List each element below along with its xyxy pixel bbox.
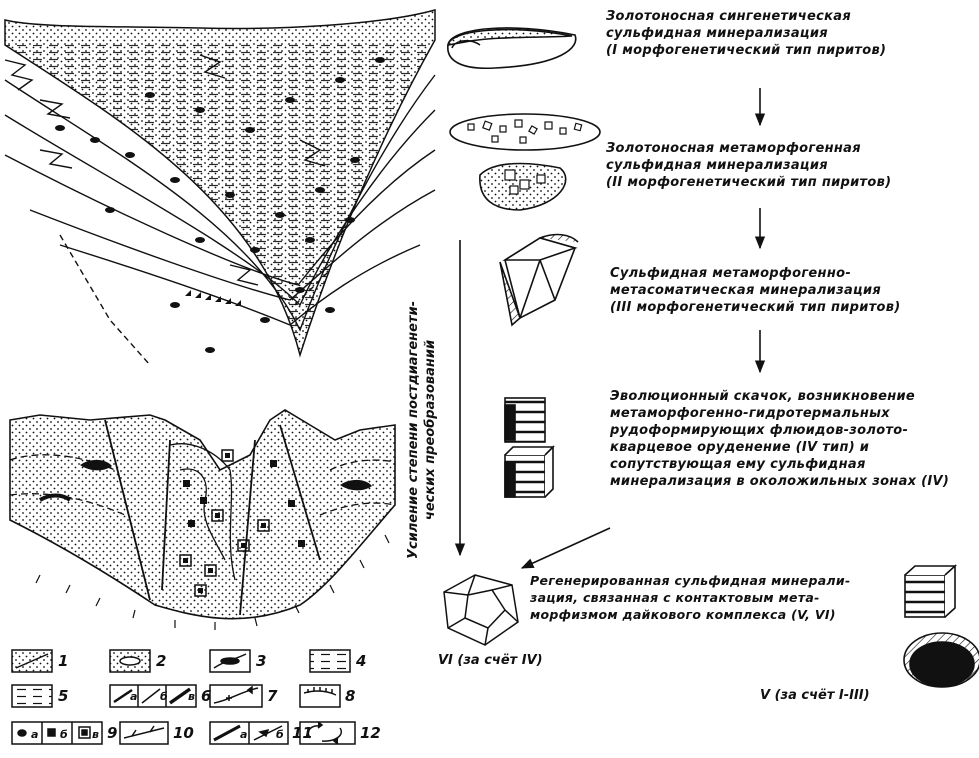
stage-5-line-1: Регенерированная сульфидная минерали-: [530, 572, 850, 589]
legend-6-sub-a: а: [130, 690, 137, 703]
stage-3-line-2: метасоматическая минерализация: [610, 282, 901, 299]
stage-5-line-3: морфизмом дайкового комплекса (V, VI): [530, 606, 850, 623]
legend-number-1: 1: [58, 652, 68, 670]
side-axis-label: Усиление степени постдиагенети- ческих п…: [405, 240, 439, 620]
stage-4-line-1: Эволюционный скачок, возникновение: [610, 388, 949, 405]
legend-number-6: 6: [201, 687, 211, 705]
legend-number-8: 8: [345, 687, 355, 705]
stage-3-line-1: Сульфидная метаморфогенно-: [610, 265, 901, 282]
legend-number-2: 2: [156, 652, 166, 670]
stage-4-line-3: рудоформирующих флюидов-золото-: [610, 422, 949, 439]
stage-5-text: Регенерированная сульфидная минерали- за…: [530, 572, 850, 623]
stage-2-line-3: (II морфогенетический тип пиритов): [606, 174, 891, 191]
legend-number-10: 10: [173, 724, 194, 742]
side-axis-line-1: Усиление степени постдиагенети-: [405, 240, 422, 620]
legend-number-4: 4: [356, 652, 366, 670]
stage-4-line-4: кварцевое оруденение (IV тип) и: [610, 439, 949, 456]
stage-1-line-1: Золотоносная сингенетическая: [606, 8, 886, 25]
legend-number-9: 9: [107, 724, 117, 742]
crystal-label-vi: VI (за счёт IV): [438, 653, 543, 668]
crystal-label-v: V (за счёт I-III): [760, 688, 870, 703]
stage-4-line-2: метаморфогенно-гидротермальных: [610, 405, 949, 422]
stage-1-line-3: (I морфогенетический тип пиритов): [606, 42, 886, 59]
legend-9-sub-b: б: [60, 728, 68, 741]
legend-9-sub-v: в: [92, 728, 99, 741]
legend-11-sub-b: б: [276, 728, 284, 741]
legend-6-sub-v: в: [188, 690, 195, 703]
stage-4-line-5: сопутствующая ему сульфидная: [610, 456, 949, 473]
stage-1-text: Золотоносная сингенетическая сульфидная …: [606, 8, 886, 59]
legend-number-5: 5: [58, 687, 68, 705]
stage-4-line-6: минерализация в околожильных зонах (IV): [610, 473, 949, 490]
legend-11-sub-a: а: [240, 728, 247, 741]
legend-number-11: 11: [292, 724, 313, 742]
stage-2-line-1: Золотоносная метаморфогенная: [606, 140, 891, 157]
stage-4-text: Эволюционный скачок, возникновение метам…: [610, 388, 949, 490]
legend-number-12: 12: [360, 724, 381, 742]
legend-number-7: 7: [267, 687, 277, 705]
legend-6-sub-b: б: [160, 690, 168, 703]
stage-5-line-2: зация, связанная с контактовым мета-: [530, 589, 850, 606]
stage-1-line-2: сульфидная минерализация: [606, 25, 886, 42]
stage-3-line-3: (III морфогенетический тип пиритов): [610, 299, 901, 316]
side-axis-line-2: ческих преобразований: [422, 240, 439, 620]
legend-9-sub-a: а: [31, 728, 38, 741]
cross-section: [10, 410, 395, 630]
stage-2-line-2: сульфидная минерализация: [606, 157, 891, 174]
legend-number-3: 3: [256, 652, 266, 670]
stage-2-text: Золотоносная метаморфогенная сульфидная …: [606, 140, 891, 191]
fold-section: [5, 10, 435, 365]
stage-3-text: Сульфидная метаморфогенно- метасоматичес…: [610, 265, 901, 316]
